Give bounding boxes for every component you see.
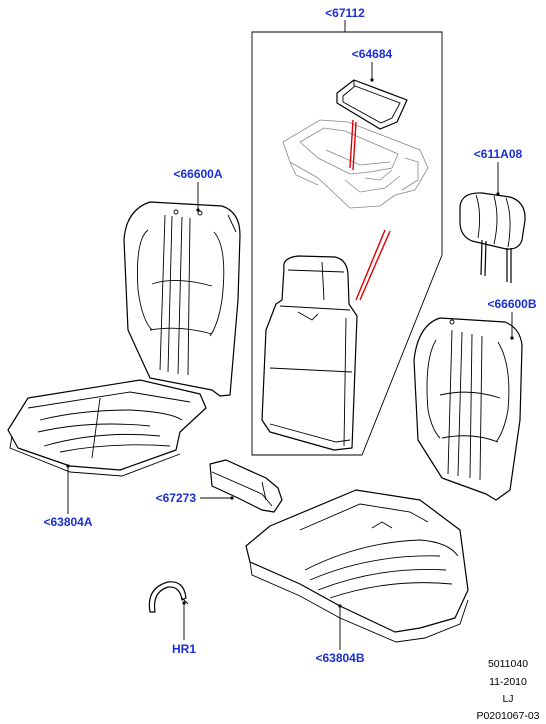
highlight-line-2	[352, 121, 357, 171]
footer-date: 11-2010	[489, 676, 527, 688]
inset-frame	[251, 31, 443, 456]
console-housing	[282, 119, 429, 209]
label-cushion-right: <63804B	[315, 651, 364, 665]
cushion-right-part	[245, 489, 469, 643]
console-box-part	[336, 79, 408, 130]
backrest-left-part	[123, 201, 241, 397]
label-headrest: <611A08	[474, 147, 523, 161]
footer-ref: P0201067-03	[476, 710, 539, 722]
footer-code: 5011040	[488, 658, 528, 670]
label-backrest-left: <66600A	[173, 167, 222, 181]
backrest-right-part	[413, 317, 523, 501]
trim-panel-part	[209, 459, 283, 513]
label-inset: <67112	[325, 6, 365, 20]
highlight-line-4	[359, 230, 391, 301]
footer-initials: LJ	[502, 693, 513, 705]
label-trim-panel: <67273	[156, 491, 197, 505]
label-console-box: <64684	[352, 47, 393, 61]
highlight-line-3	[355, 229, 386, 301]
cushion-left-part	[7, 379, 207, 477]
highlight-line-1	[349, 119, 354, 169]
label-cushion-left: <63804A	[43, 515, 92, 529]
label-clip: HR1	[172, 642, 196, 656]
clip-part	[148, 581, 189, 613]
headrest-part	[459, 192, 526, 283]
label-backrest-right: <66600B	[487, 297, 536, 311]
inset-seat-part	[261, 255, 358, 451]
